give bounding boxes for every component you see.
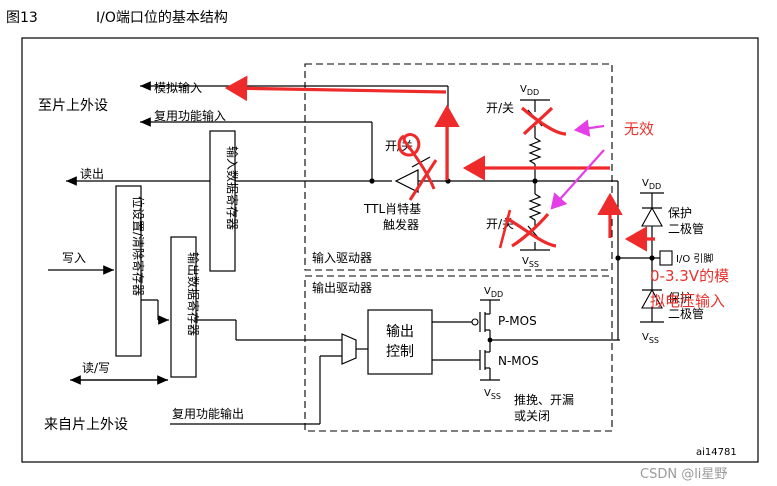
input-driver-box (304, 63, 613, 271)
annotation-analog-line1: 0-3.3V的模 (650, 267, 729, 285)
cross-pullup (520, 106, 567, 136)
input-vdd-label: VDD (520, 84, 539, 97)
read-write-label: 读/写 (82, 361, 110, 375)
cross-schmitt (397, 133, 436, 190)
pullup-resistor (528, 137, 542, 165)
schmitt-trigger (394, 169, 419, 193)
magenta-arrow-lower (550, 149, 605, 210)
annotation-arrow-analog (224, 75, 447, 102)
output-data-register (170, 236, 197, 378)
watermark: CSDN @li星野 (640, 467, 727, 482)
output-control-line1: 输出 (386, 324, 414, 340)
output-mode-line2: 或关闭 (514, 409, 550, 423)
from-peripheral-label: 来自片上外设 (44, 417, 128, 433)
magenta-arrow-upper (573, 119, 605, 137)
input-driver-label: 输入驱动器 (312, 250, 372, 265)
input-vss-label: VSS (522, 256, 539, 269)
cross-pulldown (505, 216, 557, 248)
io-pin (659, 250, 673, 266)
figure-number: 图13 (6, 10, 38, 26)
output-vss-label: VSS (484, 388, 501, 401)
ttl-label-line1: TTL肖特基 (363, 201, 421, 216)
output-data-register-label: 输出数据寄存器 (186, 252, 201, 336)
figure-code: ai14781 (696, 447, 737, 458)
bit-set-reset-register (115, 185, 142, 357)
write-label: 写入 (62, 251, 86, 265)
pmos-label: P-MOS (498, 314, 537, 328)
protect-diode-top (641, 206, 663, 227)
protect-top-line1: 保护 (668, 206, 692, 220)
protect-bottom-line1: 保护 (668, 291, 692, 305)
read-out-label: 读出 (80, 167, 104, 181)
io-pin-label: I/O 引脚 (676, 252, 713, 265)
analog-input-label: 模拟输入 (154, 80, 202, 95)
annotation-invalid: 无效 (624, 120, 654, 138)
input-data-register (209, 130, 236, 272)
red-annotations: 无效 0-3.3V的模 拟电压输入 (224, 75, 729, 310)
alt-output-label: 复用功能输出 (172, 406, 244, 421)
output-control-line2: 控制 (386, 344, 414, 360)
pulldown-resistor (528, 193, 542, 221)
protect-vdd-label: VDD (642, 178, 661, 191)
protect-bottom-line2: 二极管 (668, 306, 704, 321)
ttl-label-line2: 触发器 (383, 217, 419, 232)
output-vdd-label: VDD (484, 286, 503, 299)
input-data-register-label: 输入数据寄存器 (225, 146, 240, 230)
to-peripheral-label: 至片上外设 (38, 98, 108, 114)
annotation-analog-line2: 拟电压输入 (650, 292, 725, 310)
figure-title: I/O端口位的基本结构 (96, 9, 228, 26)
protect-top-line2: 二极管 (668, 221, 704, 236)
pullup-switch-label: 开/关 (486, 101, 514, 115)
output-mode-line1: 推挽、开漏 (514, 393, 574, 407)
output-control-block (367, 309, 433, 375)
bit-set-reset-register-label: 位设置/清除寄存器 (131, 196, 146, 296)
nmos-label: N-MOS (498, 354, 539, 368)
output-driver-label: 输出驱动器 (312, 280, 372, 295)
protect-vss-label: VSS (642, 332, 659, 345)
outer-frame (21, 37, 759, 463)
output-mux (341, 333, 357, 365)
alt-input-label: 复用功能输入 (154, 108, 226, 123)
